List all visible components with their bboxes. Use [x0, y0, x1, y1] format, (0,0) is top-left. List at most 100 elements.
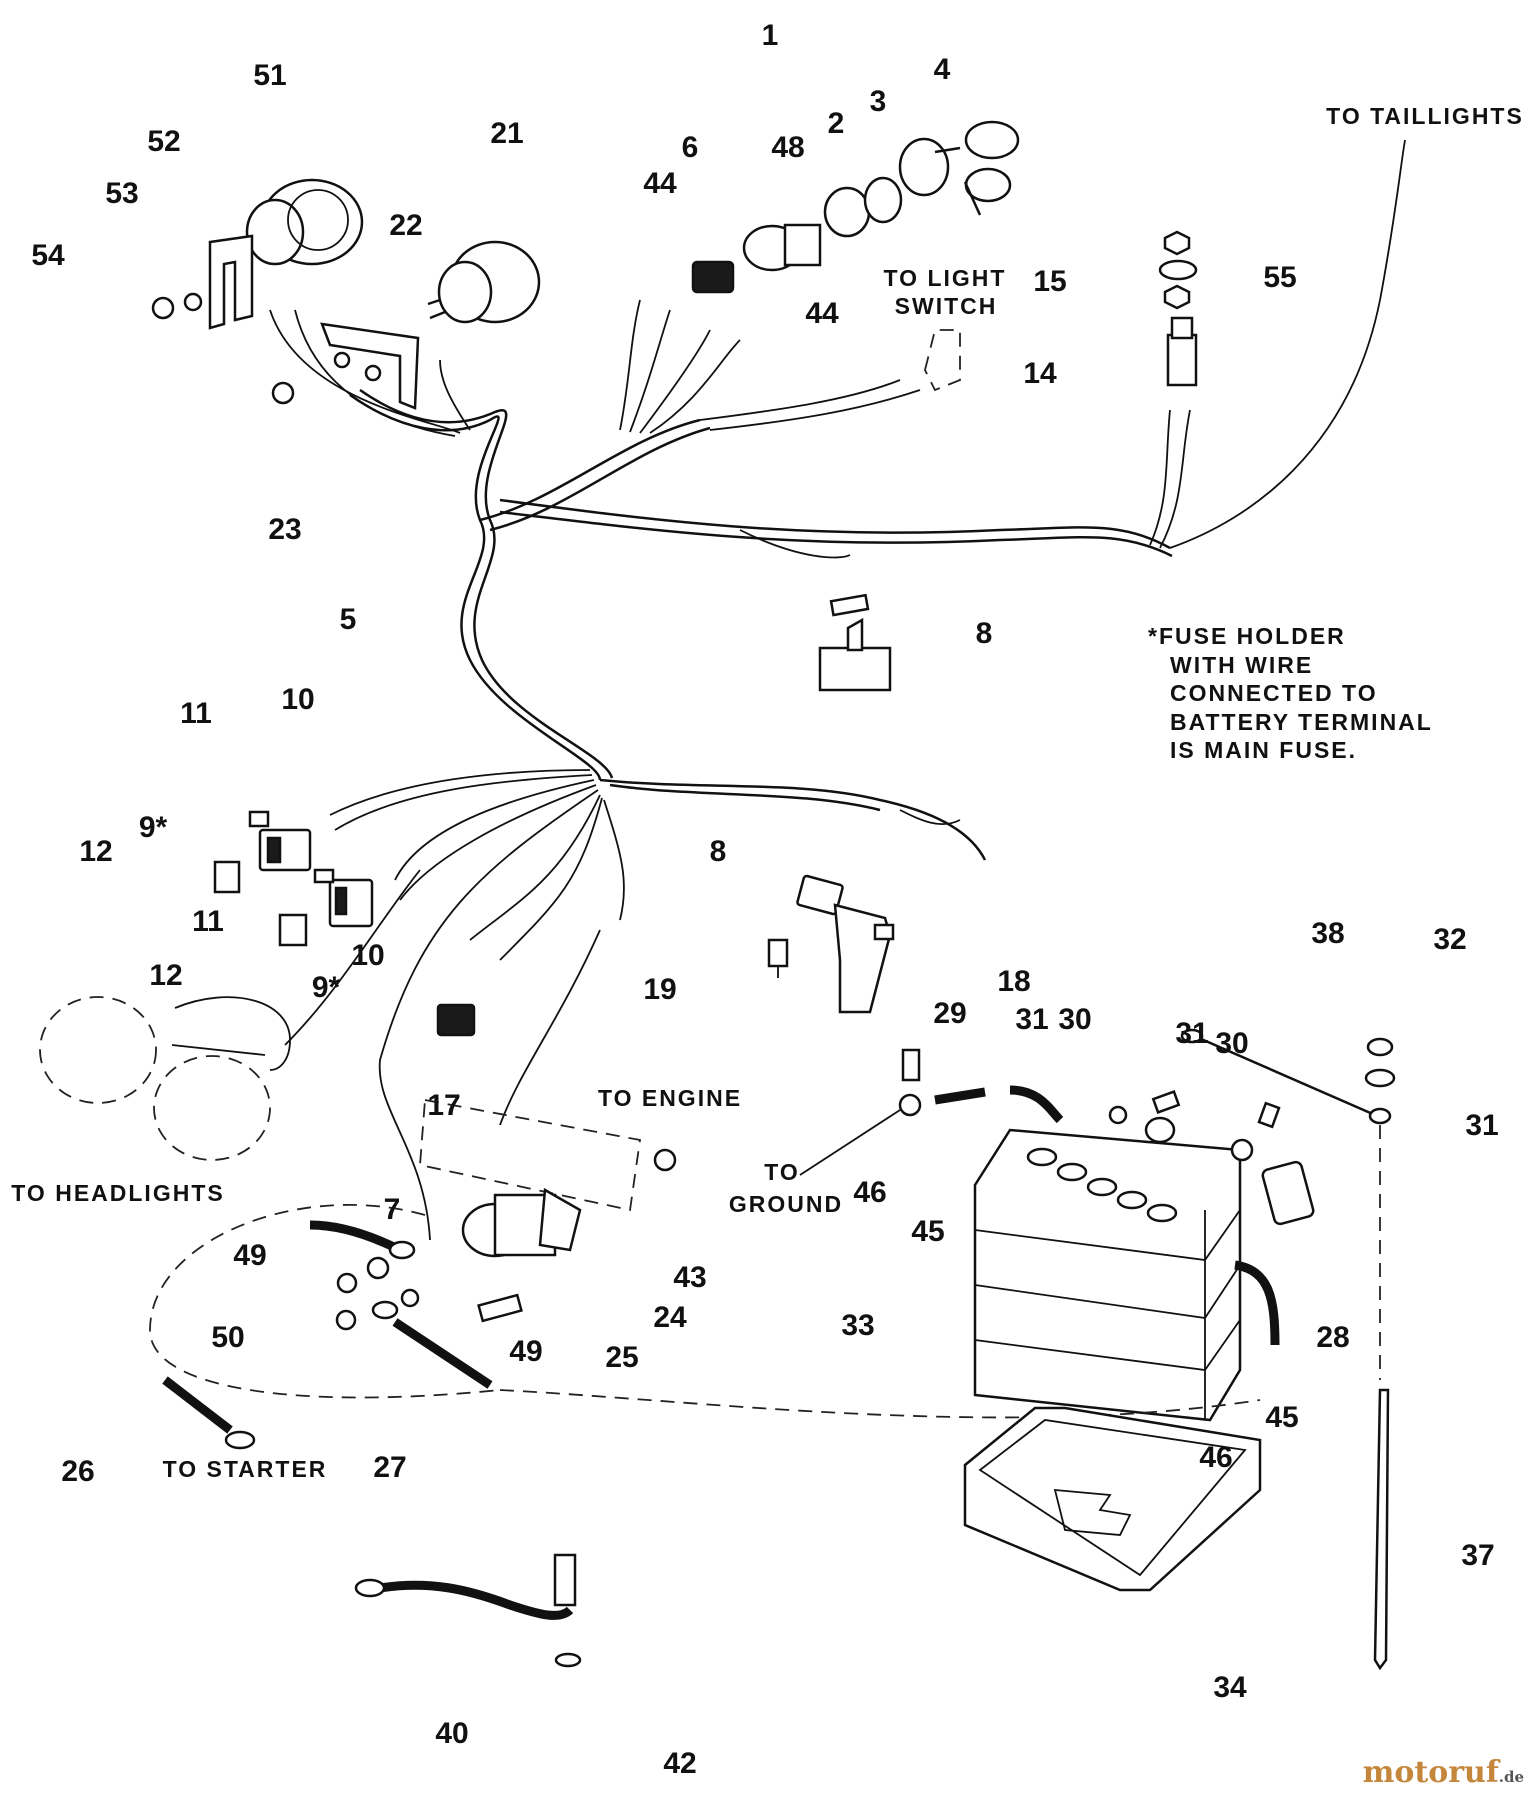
callout-19: 19 [643, 973, 677, 1006]
callout-54: 54 [31, 239, 65, 272]
callout-8-upper: 8 [975, 617, 993, 650]
cable-26 [162, 1376, 256, 1450]
callout-34: 34 [1213, 1671, 1247, 1704]
callout-12-lower: 12 [149, 959, 183, 992]
label-light-switch-1: TO LIGHT [883, 265, 1007, 291]
label-light-switch-2: SWITCH [894, 293, 998, 319]
ignition-switch-assembly [691, 120, 1020, 294]
fuse-note-line: IS MAIN FUSE. [1170, 737, 1358, 763]
callout-52: 52 [147, 125, 181, 158]
light-switch-outline [924, 329, 961, 392]
connector-8-lower [796, 874, 844, 916]
bracket-18 [833, 903, 895, 1014]
fuse-holder-upper [213, 810, 312, 894]
callout-2: 2 [827, 107, 845, 140]
callout-38: 38 [1311, 917, 1345, 950]
callout-33: 33 [841, 1309, 875, 1342]
fuse-note-line: BATTERY TERMINAL [1170, 708, 1433, 735]
bracket-22 [320, 322, 420, 410]
callout-11-lower: 11 [192, 905, 224, 938]
callout-48: 48 [771, 131, 805, 164]
callout-30-right: 30 [1215, 1027, 1249, 1060]
nut-53 [183, 292, 203, 312]
callout-4: 4 [933, 53, 951, 86]
callout-9-lower: 9* [311, 971, 341, 1004]
callout-24: 24 [653, 1301, 687, 1334]
nut-54 [151, 296, 175, 320]
callout-3: 3 [869, 85, 887, 118]
battery-tray-34 [963, 1406, 1262, 1592]
switch-8-upper [818, 593, 892, 692]
label-engine: TO ENGINE [597, 1085, 743, 1111]
watermark-suffix: .de [1498, 1768, 1524, 1786]
watermark: motoruf.de [1363, 1755, 1524, 1790]
fuse-note-line: *FUSE HOLDER [1148, 623, 1346, 649]
callout-32: 32 [1433, 923, 1467, 956]
callout-26: 26 [61, 1455, 95, 1488]
gauge-21 [427, 240, 541, 324]
callout-10-lower: 10 [351, 939, 385, 972]
callout-30-left: 30 [1058, 1003, 1092, 1036]
callout-17: 17 [427, 1089, 461, 1122]
callout-31-mid: 31 [1175, 1017, 1209, 1050]
screw-19 [767, 938, 789, 978]
callout-40: 40 [435, 1717, 469, 1750]
screw-25 [477, 1293, 523, 1323]
callout-9-upper: 9* [138, 811, 168, 844]
watermark-brand: motoruf [1362, 1755, 1499, 1790]
fuse-note-line: WITH WIRE [1170, 651, 1314, 678]
callout-5: 5 [339, 603, 357, 636]
fuse-holder-lower [278, 868, 374, 947]
callout-29: 29 [933, 997, 967, 1030]
callout-7: 7 [383, 1193, 401, 1226]
callout-45-upper: 45 [911, 1215, 945, 1248]
terminal-hardware-right [1108, 1090, 1315, 1346]
callout-8-lower: 8 [709, 835, 727, 868]
callout-22: 22 [389, 209, 423, 242]
callout-44-upper: 44 [643, 167, 677, 200]
callout-37: 37 [1461, 1539, 1495, 1572]
fuse-note-line: CONNECTED TO [1170, 680, 1378, 706]
cable-40 [354, 1553, 582, 1668]
callout-44-lower: 44 [805, 297, 839, 330]
callout-6: 6 [681, 131, 699, 164]
callout-27: 27 [373, 1451, 407, 1484]
callout-31-left: 31 [1015, 1003, 1049, 1036]
battery-33 [499, 1128, 1261, 1422]
callout-28: 28 [1316, 1321, 1350, 1354]
rod-38-37 [1180, 1028, 1396, 1671]
callout-46-upper: 46 [853, 1176, 887, 1209]
connector-17 [436, 1003, 476, 1037]
callout-49-upper: 49 [233, 1239, 267, 1272]
callout-1: 1 [761, 19, 779, 52]
solenoid-24 [419, 1098, 677, 1258]
callout-31-right: 31 [1465, 1109, 1499, 1142]
callout-46-lower: 46 [1199, 1441, 1233, 1474]
callout-10-upper: 10 [281, 683, 315, 716]
switch-14-assembly [1158, 230, 1198, 387]
callout-55: 55 [1263, 261, 1297, 294]
callout-51: 51 [253, 59, 287, 92]
callout-21: 21 [490, 117, 524, 150]
label-taillights: TO TAILLIGHTS [1326, 103, 1524, 129]
fuse-note: *FUSE HOLDER WITH WIRE CONNECTED TO BATT… [1148, 622, 1468, 765]
cable-27 [149, 1203, 501, 1399]
callout-49-lower: 49 [509, 1335, 543, 1368]
headlights [39, 996, 291, 1161]
callout-18: 18 [997, 965, 1031, 998]
callout-42: 42 [663, 1747, 697, 1780]
callout-11-upper: 11 [180, 697, 212, 730]
label-ground-1: TO [764, 1159, 800, 1185]
callout-15: 15 [1033, 265, 1067, 298]
bracket-52 [208, 234, 254, 330]
label-ground-2: GROUND [728, 1191, 844, 1217]
nut-23 [271, 381, 295, 405]
callout-25: 25 [605, 1341, 639, 1374]
label-starter: TO STARTER [162, 1456, 328, 1482]
gauge-51 [245, 178, 364, 266]
cable-29 [799, 1048, 1064, 1176]
callout-12-upper: 12 [79, 835, 113, 868]
callout-50: 50 [211, 1321, 245, 1354]
callout-43: 43 [673, 1261, 707, 1294]
